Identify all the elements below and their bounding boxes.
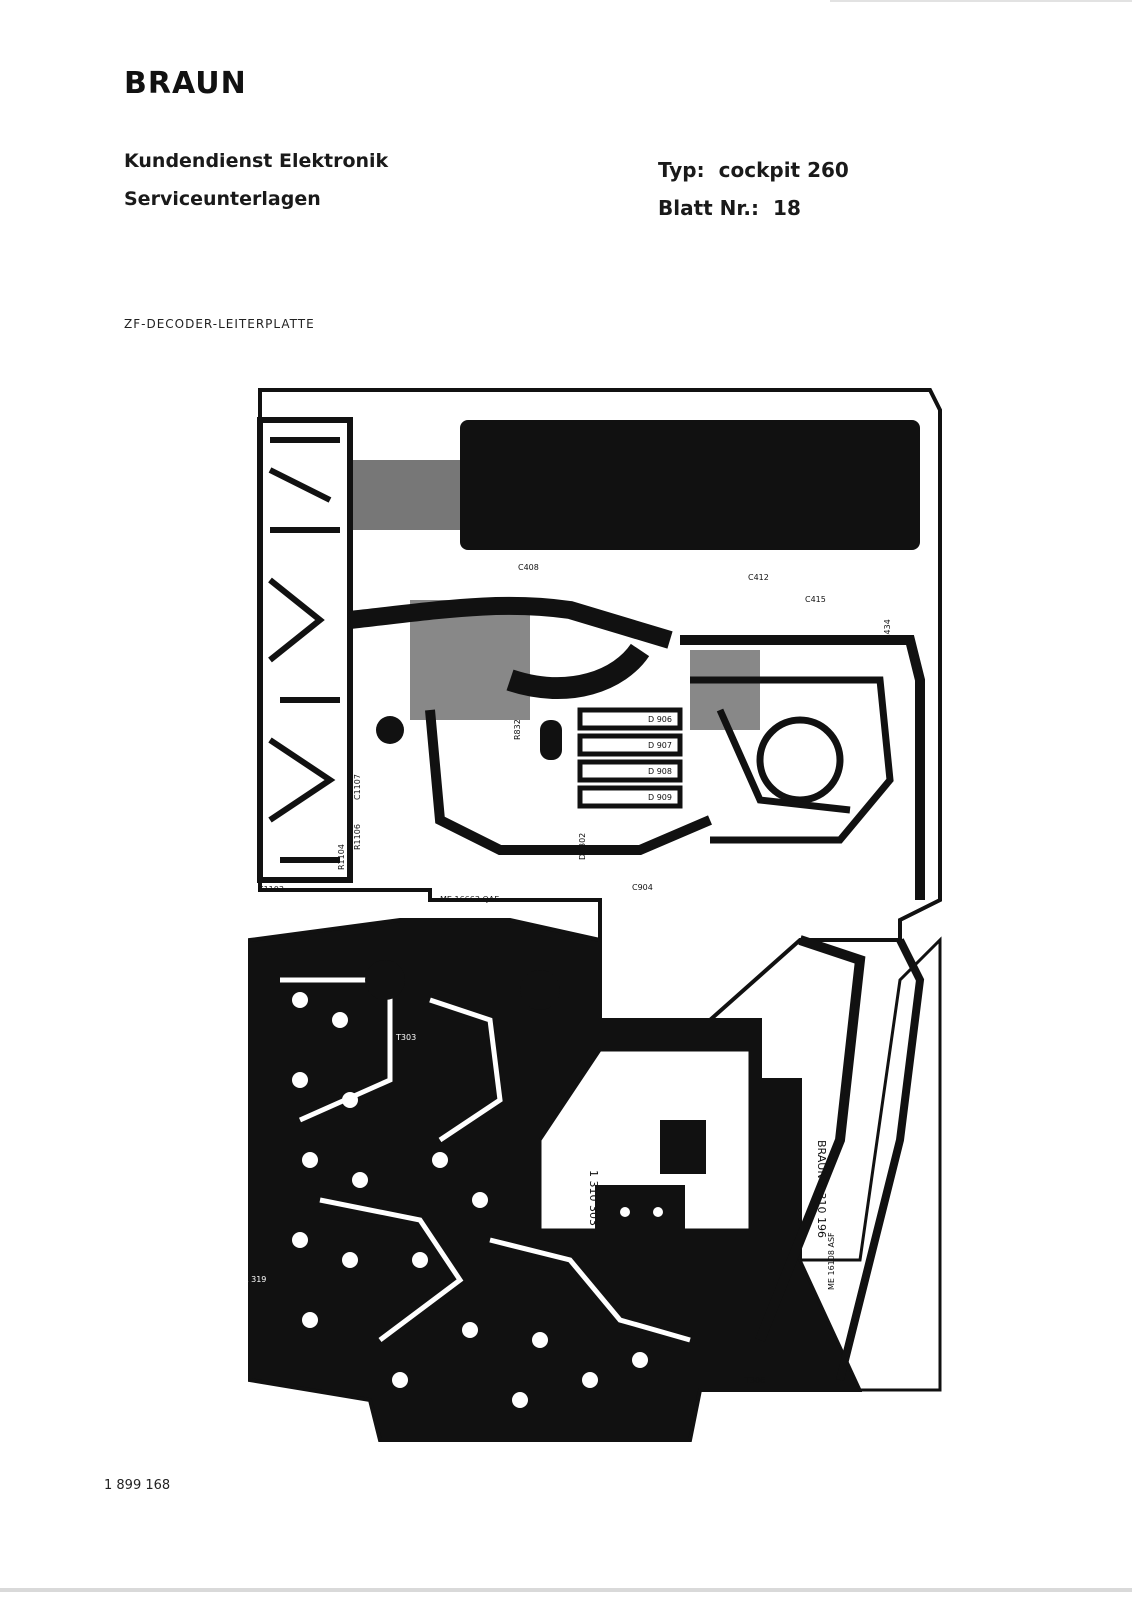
label-r1104: R1104 <box>337 844 346 870</box>
heatsink-part <box>595 1185 685 1235</box>
pcb-right-tail <box>797 936 942 1392</box>
mount-hole-3 <box>520 970 560 1010</box>
type-line: Typ: cockpit 260 <box>658 158 849 182</box>
lower-white-traces <box>280 977 691 1343</box>
label-r832: R832 <box>513 719 522 740</box>
label-dr302: Dr 302 <box>578 833 587 860</box>
scan-edge-top <box>830 0 1132 2</box>
left-traces <box>268 437 340 863</box>
mount-slot <box>540 720 562 760</box>
right-cluster-traces <box>690 676 894 844</box>
heatsink-hole-2 <box>653 1207 663 1217</box>
pcb-layout-drawing: C1103 C408 C412 C415 C904 C1107 R 319 R4… <box>243 388 942 1442</box>
figure-caption: ZF-DECODER-LEITERPLATTE <box>124 317 315 331</box>
label-c1107: C1107 <box>353 774 362 800</box>
label-r1106: R1106 <box>353 824 362 850</box>
sheet-label: Blatt Nr.: <box>658 196 760 220</box>
label-c408: C408 <box>518 563 539 572</box>
diode-array <box>577 707 683 809</box>
right-long-trace-2 <box>836 938 925 1381</box>
label-c1103: C1103 <box>258 885 284 894</box>
bus-trace-4 <box>506 643 650 699</box>
right-long-trace-1 <box>755 935 866 1342</box>
left-component-strip <box>257 417 353 883</box>
label-brand-board: BRAUN 1 310 196 <box>815 1140 828 1238</box>
label-d907: D 907 <box>648 741 672 750</box>
type-label: Typ: <box>658 158 705 182</box>
bus-trace-2 <box>425 709 712 855</box>
label-c415: C415 <box>805 595 826 604</box>
label-c412: C412 <box>748 573 769 582</box>
shaded-area-top <box>350 460 460 530</box>
label-r319: R 319 <box>243 1275 266 1284</box>
label-d909: D 909 <box>648 793 672 802</box>
label-board-id: ME 16663 QAE <box>440 895 499 904</box>
department-subtitle: Serviceunterlagen <box>124 188 321 210</box>
mount-hole-2 <box>365 960 405 1000</box>
braun-logo: BRAUN <box>124 66 247 101</box>
scan-edge-bottom <box>0 1588 1132 1592</box>
label-t306: T306 <box>744 1376 765 1385</box>
sheet-value: 18 <box>773 196 801 220</box>
label-part-no: 1 310 303 <box>587 1170 600 1226</box>
department-title: Kundendienst Elektronik <box>124 150 389 172</box>
label-board-id-2: ME 16108 ASF <box>827 1232 836 1290</box>
label-t303: T303 <box>395 1033 416 1042</box>
pad-holes <box>292 992 648 1408</box>
top-trace-band <box>460 420 920 550</box>
label-d906: D 906 <box>648 715 672 724</box>
mount-hole-1 <box>376 716 404 744</box>
bus-trace-3 <box>680 635 925 900</box>
heatsink-hole-1 <box>620 1207 630 1217</box>
bus-trace-1 <box>349 596 673 649</box>
dip-ic <box>660 1120 706 1174</box>
label-r434: R434 <box>883 619 892 640</box>
sheet-line: Blatt Nr.: 18 <box>658 196 801 220</box>
document-number: 1 899 168 <box>104 1478 171 1493</box>
label-c904: C904 <box>632 883 653 892</box>
label-d908: D 908 <box>648 767 672 776</box>
type-value: cockpit 260 <box>718 158 849 182</box>
